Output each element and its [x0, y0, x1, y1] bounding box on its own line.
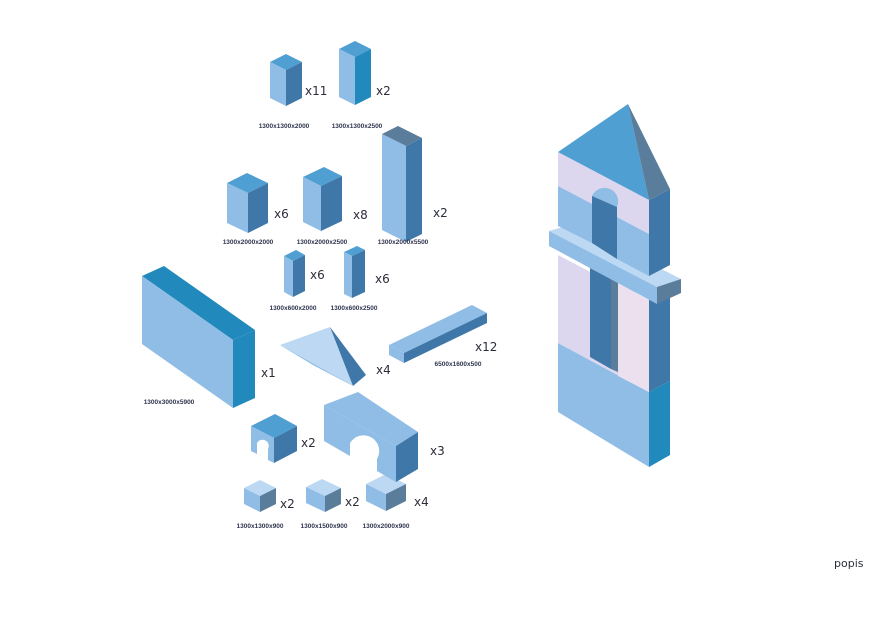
block-1300x1500x900-shape-right — [325, 488, 341, 512]
small-arch-block-shape — [251, 414, 297, 463]
block-1300x1300x900-shape — [244, 480, 276, 512]
block-1300x2000x2500-shape-top — [303, 167, 342, 186]
tower-left-pillar — [590, 268, 611, 369]
block-1300x2000x2500-quantity: x8 — [353, 208, 368, 222]
block-1300x600x2500-shape-left — [344, 252, 352, 298]
block-1300x3000x5900-dimensions: 1300x3000x5900 — [144, 399, 195, 406]
plank-6500x1600x500-shape-right — [404, 313, 487, 363]
block-1300x2000x2500-dimensions: 1300x2000x2500 — [297, 239, 348, 246]
plank-6500x1600x500-quantity: x12 — [475, 340, 497, 354]
block-1300x1300x2500-shape-left — [339, 49, 355, 105]
block-1300x1300x900-shape-right — [260, 488, 276, 512]
tower-upper-arch-opening — [592, 196, 617, 259]
block-1300x2000x900-dimensions: 1300x2000x900 — [363, 523, 410, 530]
block-1300x600x2000-shape-top — [284, 250, 305, 261]
caption-label: popis — [834, 557, 864, 570]
block-1300x2000x2000-shape-left — [227, 183, 248, 233]
block-1300x2000x5500-shape-right — [406, 138, 422, 242]
block-1300x1300x2000-shape-right — [286, 62, 302, 106]
small-arch-front — [251, 426, 274, 463]
large-arch-top — [324, 392, 418, 446]
ramp-slope — [280, 327, 353, 386]
large-arch-front — [324, 405, 396, 482]
large-arch-block-quantity: x3 — [430, 444, 445, 458]
block-1300x1500x900-quantity: x2 — [345, 495, 360, 509]
block-1300x600x2000-dimensions: 1300x600x2000 — [270, 305, 317, 312]
block-1300x2000x2000-shape-top — [227, 173, 268, 193]
small-arch-block-quantity: x2 — [301, 436, 316, 450]
block-1300x2000x5500-quantity: x2 — [433, 206, 448, 220]
ramp-block-shape — [280, 327, 366, 386]
block-1300x1300x900-shape-left — [244, 488, 260, 512]
block-1300x600x2500-shape — [344, 246, 365, 298]
block-1300x1300x2500-shape-right — [355, 49, 371, 105]
tower-left-pillar-side — [611, 279, 618, 372]
block-1300x3000x5900-shape-top — [142, 266, 255, 340]
block-1300x2000x5500-shape-top — [382, 126, 422, 146]
large-arch-side — [396, 432, 418, 482]
tower-roof-side — [628, 104, 670, 200]
block-1300x1300x2000-shape-left — [270, 62, 286, 106]
block-1300x1300x2000-quantity: x11 — [305, 84, 327, 98]
block-1300x2000x900-quantity: x4 — [414, 495, 429, 509]
block-1300x2000x2000-shape — [227, 173, 268, 233]
plank-6500x1600x500-shape-top — [389, 305, 487, 353]
assembled-tower — [549, 104, 681, 467]
block-1300x3000x5900-shape-right — [233, 330, 255, 408]
large-arch-block-shape — [324, 392, 418, 482]
block-1300x1500x900-shape — [306, 479, 341, 512]
block-1300x2000x2000-quantity: x6 — [274, 207, 289, 221]
block-1300x1300x2500-dimensions: 1300x1300x2500 — [332, 123, 383, 130]
tower-right-pillar — [649, 289, 670, 392]
tower-upper-side — [649, 189, 670, 276]
block-1300x1300x2500-quantity: x2 — [376, 84, 391, 98]
block-1300x2000x2500-shape-left — [303, 177, 321, 231]
block-1300x2000x900-shape-right — [386, 484, 406, 511]
block-1300x600x2000-shape-left — [284, 256, 293, 297]
block-1300x1300x2000-shape — [270, 54, 302, 106]
block-1300x600x2500-shape-top — [344, 246, 365, 256]
block-1300x3000x5900-quantity: x1 — [261, 366, 276, 380]
tower-upper-arch-front — [558, 186, 649, 276]
tower-base-front — [558, 343, 649, 467]
block-1300x1300x900-dimensions: 1300x1300x900 — [237, 523, 284, 530]
block-1300x2000x2500-shape-right — [321, 176, 342, 231]
block-1300x2000x900-shape-left — [366, 484, 386, 511]
tower-roof-front — [558, 104, 649, 200]
block-1300x600x2500-dimensions: 1300x600x2500 — [331, 305, 378, 312]
block-1300x600x2000-quantity: x6 — [310, 268, 325, 282]
block-1300x1300x2000-dimensions: 1300x1300x2000 — [259, 123, 310, 130]
block-1300x2000x5500-dimensions: 1300x2000x5500 — [378, 239, 429, 246]
tower-inner-wall — [618, 283, 649, 392]
ramp-block-quantity: x4 — [376, 363, 391, 377]
block-1300x2000x2500-shape — [303, 167, 342, 231]
block-1300x3000x5900-shape — [142, 266, 255, 408]
block-1300x1500x900-shape-left — [306, 487, 325, 512]
block-1300x600x2500-shape-right — [352, 250, 365, 298]
small-arch-side — [274, 426, 297, 463]
tower-base-side — [649, 381, 670, 467]
ramp-back — [330, 327, 366, 386]
block-1300x600x2500-quantity: x6 — [375, 272, 390, 286]
block-1300x1500x900-shape-top — [306, 479, 341, 496]
block-1300x2000x5500-shape-left — [382, 134, 406, 242]
plank-6500x1600x500-shape — [389, 305, 487, 363]
plank-6500x1600x500-shape-left — [389, 345, 404, 363]
tower-lintel-front — [549, 231, 657, 304]
block-1300x1300x900-quantity: x2 — [280, 497, 295, 511]
plank-6500x1600x500-dimensions: 6500x1600x500 — [435, 361, 482, 368]
block-1300x600x2000-shape — [284, 250, 305, 297]
block-1300x2000x2000-dimensions: 1300x2000x2000 — [223, 239, 274, 246]
tower-lintel-side — [657, 279, 681, 304]
ramp-face — [280, 345, 353, 386]
block-1300x2000x2000-shape-right — [248, 183, 268, 233]
block-1300x1500x900-dimensions: 1300x1500x900 — [301, 523, 348, 530]
block-1300x3000x5900-shape-left — [142, 276, 233, 408]
block-1300x1300x2500-shape — [339, 41, 371, 105]
block-1300x600x2000-shape-right — [293, 255, 305, 297]
block-1300x2000x5500-shape — [382, 126, 422, 242]
